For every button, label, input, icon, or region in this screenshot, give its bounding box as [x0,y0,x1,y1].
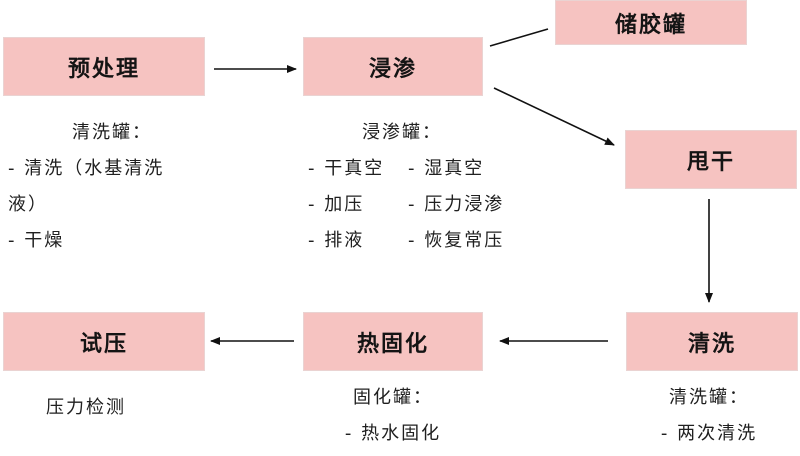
node-storage-label: 储胶罐 [614,12,687,38]
node-pressure-test-label: 试压 [79,331,128,357]
note-pretreat-line1: - 清洗（水基清洗 [8,158,165,179]
note-impregnate: 浸渗罐： - 干真空 - 湿真空 - 加压 - 压力浸渗 - 排液 - 恢复常压 [308,115,504,259]
note-impregnate-row: - 干真空 - 湿真空 [308,151,504,187]
note-impregnate-item: - 压力浸渗 [408,194,505,215]
note-heat-cure-line1: - 热水固化 [344,423,442,444]
note-impregnate-item: - 加压 [308,194,365,215]
note-pretreat-line3: - 干燥 [8,230,65,251]
node-impregnate-label: 浸渗 [368,56,417,82]
note-impregnate-item: - 干真空 [308,158,385,179]
note-impregnate-item: - 湿真空 [408,158,485,179]
note-impregnate-item: - 排液 [308,230,365,251]
node-spin-dry-label: 甩干 [686,149,735,175]
node-pretreat: 预处理 [3,37,205,96]
note-impregnate-row: - 加压 - 压力浸渗 [308,187,504,223]
node-impregnate: 浸渗 [303,37,483,96]
note-impregnate-item: - 恢复常压 [408,230,505,251]
note-heat-cure-title: 固化罐： [353,387,433,408]
node-wash: 清洗 [626,312,798,371]
note-pretreat-line2: 液） [8,194,48,215]
note-pressure-test: 压力检测 [46,390,126,426]
node-heat-cure: 热固化 [303,312,483,371]
note-pressure-test-line1: 压力检测 [46,397,126,418]
note-impregnate-row: - 排液 - 恢复常压 [308,223,504,259]
node-storage: 储胶罐 [555,0,747,45]
line-impregnate-to-storage [489,28,549,47]
note-impregnate-title: 浸渗罐： [362,122,442,143]
node-pretreat-label: 预处理 [67,56,140,82]
node-heat-cure-label: 热固化 [356,331,429,357]
node-wash-label: 清洗 [687,331,736,357]
note-pretreat-title: 清洗罐： [72,122,152,143]
note-wash-title: 清洗罐： [669,387,749,408]
note-wash: 清洗罐： - 两次清洗 [618,380,800,452]
note-pretreat: 清洗罐： - 清洗（水基清洗 液） - 干燥 [8,115,164,259]
node-pressure-test: 试压 [3,312,205,371]
note-heat-cure: 固化罐： - 热水固化 [303,380,483,452]
node-spin-dry: 甩干 [625,130,797,189]
arrow-impregnate-to-spin-dry [493,87,615,146]
note-wash-line1: - 两次清洗 [660,423,758,444]
